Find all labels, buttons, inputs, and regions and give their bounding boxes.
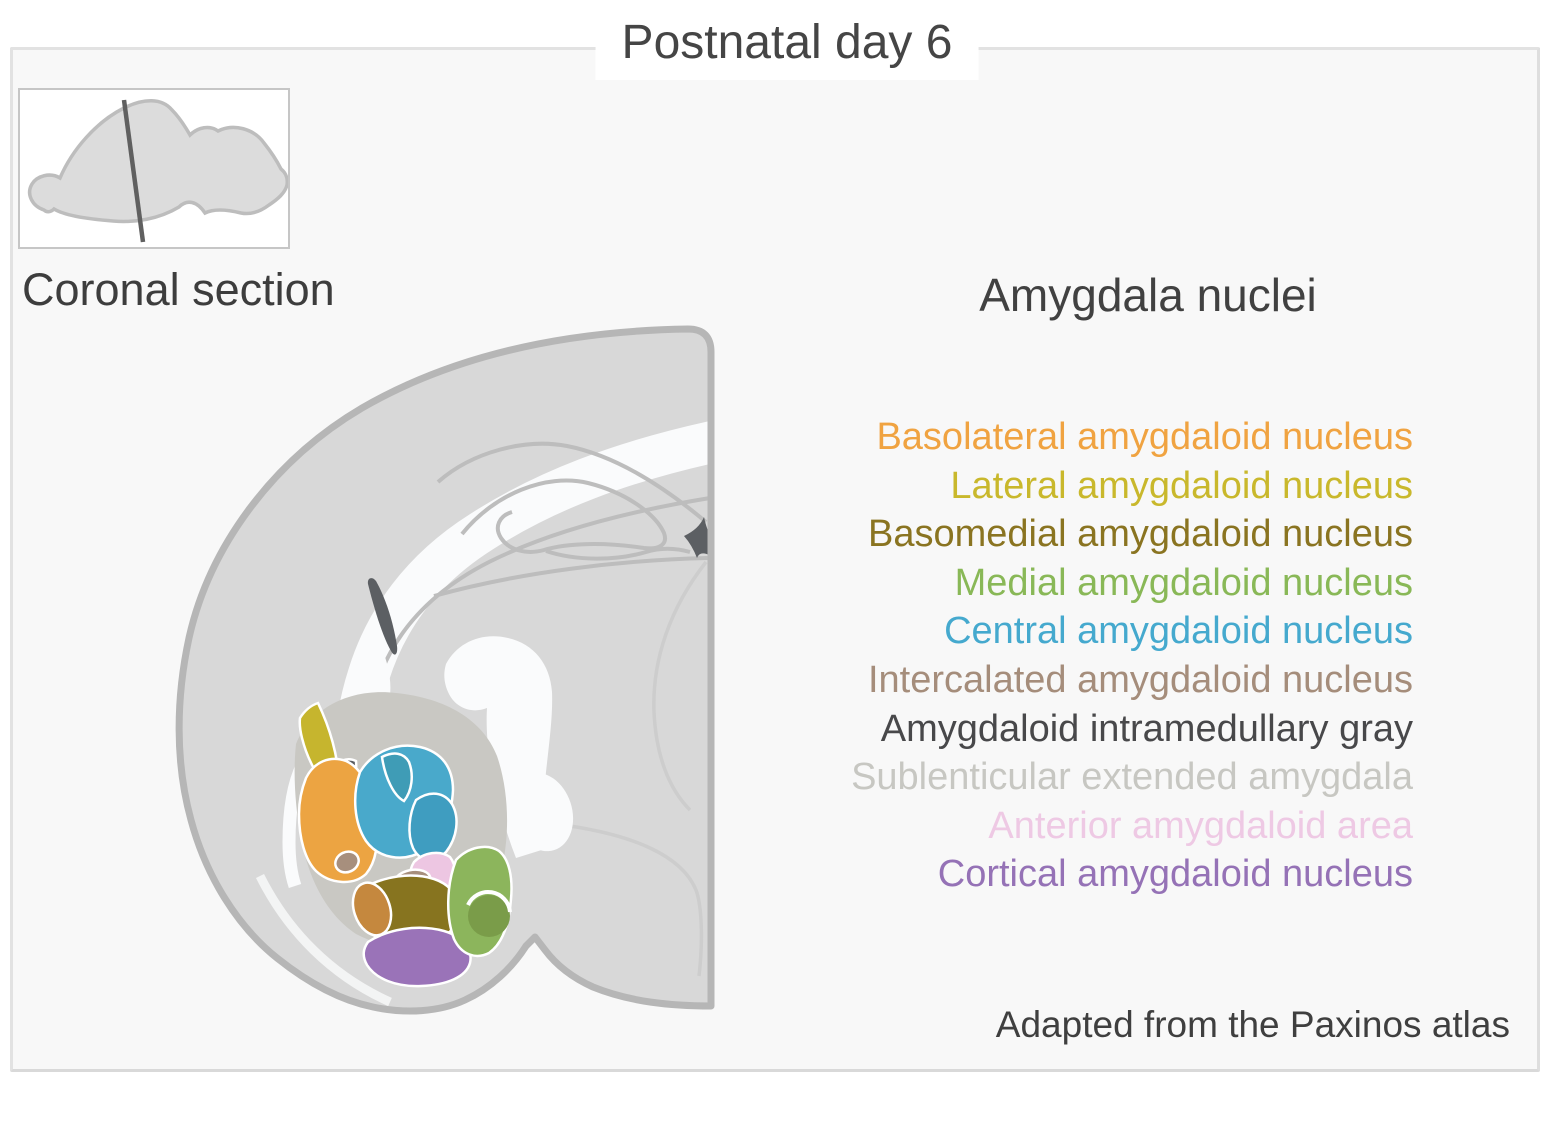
nuclei-label-basolateral: Basolateral amygdaloid nucleus	[876, 416, 1413, 458]
coronal-section-label: Coronal section	[22, 264, 335, 315]
dentate-contour	[545, 546, 691, 561]
internal-capsule-white-blob	[510, 772, 574, 852]
sagittal-inset-box	[18, 88, 290, 249]
nuclei-label-cortical: Cortical amygdaloid nucleus	[937, 853, 1413, 896]
third-ventricle-notch	[684, 517, 711, 558]
nuclei-label-intercalated: Intercalated amygdaloid nucleus	[867, 658, 1413, 701]
hippocampus-spiral-contour	[460, 478, 667, 554]
nuclei-label-lateral: Lateral amygdaloid nucleus	[950, 464, 1413, 507]
sagittal-brain-icon	[27, 99, 288, 243]
brain-outline-stroke	[175, 325, 715, 1015]
hypothalamus-contour	[555, 822, 704, 977]
nuclei-heading: Amygdala nuclei	[979, 269, 1317, 321]
thalamus-top-contour	[433, 556, 709, 598]
corpus-callosum-contour	[380, 496, 711, 671]
nuclei-label-central: Central amygdaloid nucleus	[944, 610, 1413, 653]
nuclei-label-medial: Medial amygdaloid nucleus	[954, 561, 1413, 604]
nuclei-label-intramedullary-gray: Amygdaloid intramedullary gray	[880, 707, 1413, 750]
region-medial-inner	[468, 895, 510, 937]
coronal-plane-line	[121, 99, 146, 243]
nuclei-list: Basolateral amygdaloid nucleus Lateral a…	[851, 413, 1413, 899]
region-central-lobe-1	[380, 752, 413, 803]
nuclei-label-basomedial: Basomedial amygdaloid nucleus	[868, 513, 1413, 556]
olfactory-tract-white-line	[255, 873, 392, 1007]
lateral-ventricle-slit	[367, 578, 398, 655]
nuclei-label-anterior-area: Anterior amygdaloid area	[988, 804, 1413, 847]
region-intercalated-1	[334, 850, 360, 874]
medial-inner-highlight	[466, 890, 512, 913]
region-cortical	[362, 926, 472, 988]
nuclei-label-sublenticular: Sublenticular extended amygdala	[851, 756, 1413, 799]
hippocampus-outer-contour	[436, 441, 708, 524]
sagittal-brain-outline	[27, 99, 288, 224]
page-title: Postnatal day 6	[595, 6, 979, 80]
attribution-note: Adapted from the Paxinos atlas	[995, 1004, 1510, 1045]
peduncle-contour	[652, 560, 708, 812]
region-central-lobe-2	[408, 792, 458, 861]
